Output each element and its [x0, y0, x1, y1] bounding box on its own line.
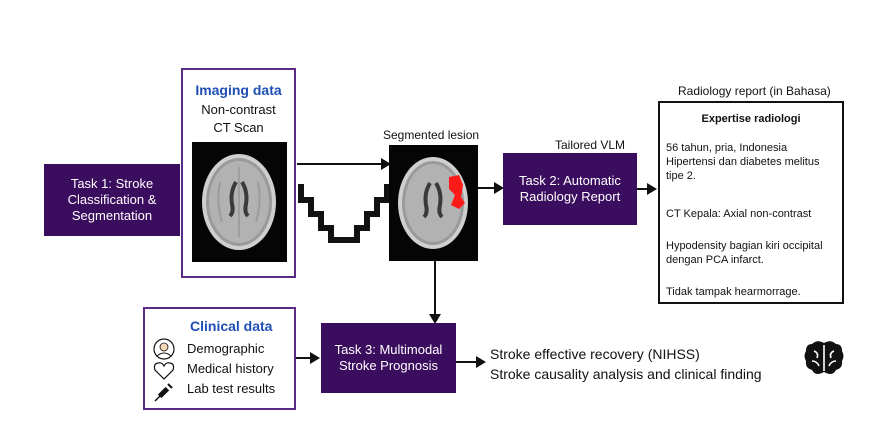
- report-paragraph-2: CT Kepala: Axial non-contrast: [666, 208, 812, 220]
- arrowhead-clinical: [310, 352, 320, 364]
- task3-label: Task 3: Multimodal Stroke Prognosis: [334, 342, 443, 373]
- tailored-vlm-label: Tailored VLM: [555, 138, 626, 152]
- report-heading: Expertise radiologi: [701, 113, 801, 125]
- arrowhead-task2: [494, 182, 504, 194]
- imaging-line1: Non-contrast: [201, 102, 276, 117]
- clinical-item-demographic: Demographic: [187, 341, 265, 356]
- person-icon: [153, 338, 175, 360]
- report-paragraph-1: 56 tahun, pria, Indonesia Hipertensi dan…: [666, 142, 820, 182]
- ct-scan-image: [192, 142, 287, 262]
- segmented-lesion-label: Segmented lesion: [383, 128, 480, 142]
- report-paragraph-4: Tidak tampak hearmorrage.: [666, 286, 801, 298]
- clinical-title: Clinical data: [190, 318, 273, 334]
- task2-box: Task 2: Automatic Radiology Report: [503, 153, 637, 225]
- heart-icon: [153, 362, 175, 380]
- report-caption: Radiology report (in Bahasa): [678, 84, 831, 98]
- outcome-causality: Stroke causality analysis and clinical f…: [490, 366, 762, 382]
- unet-diagram: [298, 184, 390, 243]
- clinical-item-medical-history: Medical history: [187, 361, 274, 376]
- arrowhead-outcomes: [476, 356, 486, 368]
- arrowhead-report: [647, 183, 657, 195]
- task3-box: Task 3: Multimodal Stroke Prognosis: [321, 323, 456, 393]
- task2-label: Task 2: Automatic Radiology Report: [519, 173, 621, 204]
- report-box: Expertise radiologi 56 tahun, pria, Indo…: [658, 101, 844, 304]
- arrow-clinical-to-task3: [296, 357, 312, 359]
- outcome-recovery: Stroke effective recovery (NIHSS): [490, 346, 700, 362]
- report-paragraph-3: Hypodensity bagian kiri occipital dengan…: [666, 240, 823, 266]
- arrowhead-segmented: [381, 158, 391, 170]
- arrow-segmented-to-task2: [478, 187, 496, 189]
- arrow-task3-to-outcomes: [456, 361, 478, 363]
- imaging-line2: CT Scan: [213, 120, 264, 135]
- imaging-data-box: Imaging data Non-contrast CT Scan: [181, 68, 296, 278]
- syringe-icon: [154, 383, 173, 402]
- arrow-segmented-to-task3: [434, 261, 436, 316]
- brain-icon: [804, 341, 844, 374]
- clinical-data-box: Clinical data Demographic Medical histor…: [143, 307, 296, 410]
- arrow-task2-to-report: [637, 188, 649, 190]
- imaging-title: Imaging data: [195, 82, 282, 98]
- clinical-item-lab-tests: Lab test results: [187, 381, 276, 396]
- task1-label: Task 1: Stroke Classification & Segmenta…: [67, 176, 157, 223]
- arrow-imaging-to-segmented: [297, 163, 383, 165]
- segmented-ct-image: [389, 145, 478, 261]
- arrowhead-task3: [429, 314, 441, 324]
- task1-box: Task 1: Stroke Classification & Segmenta…: [44, 164, 180, 236]
